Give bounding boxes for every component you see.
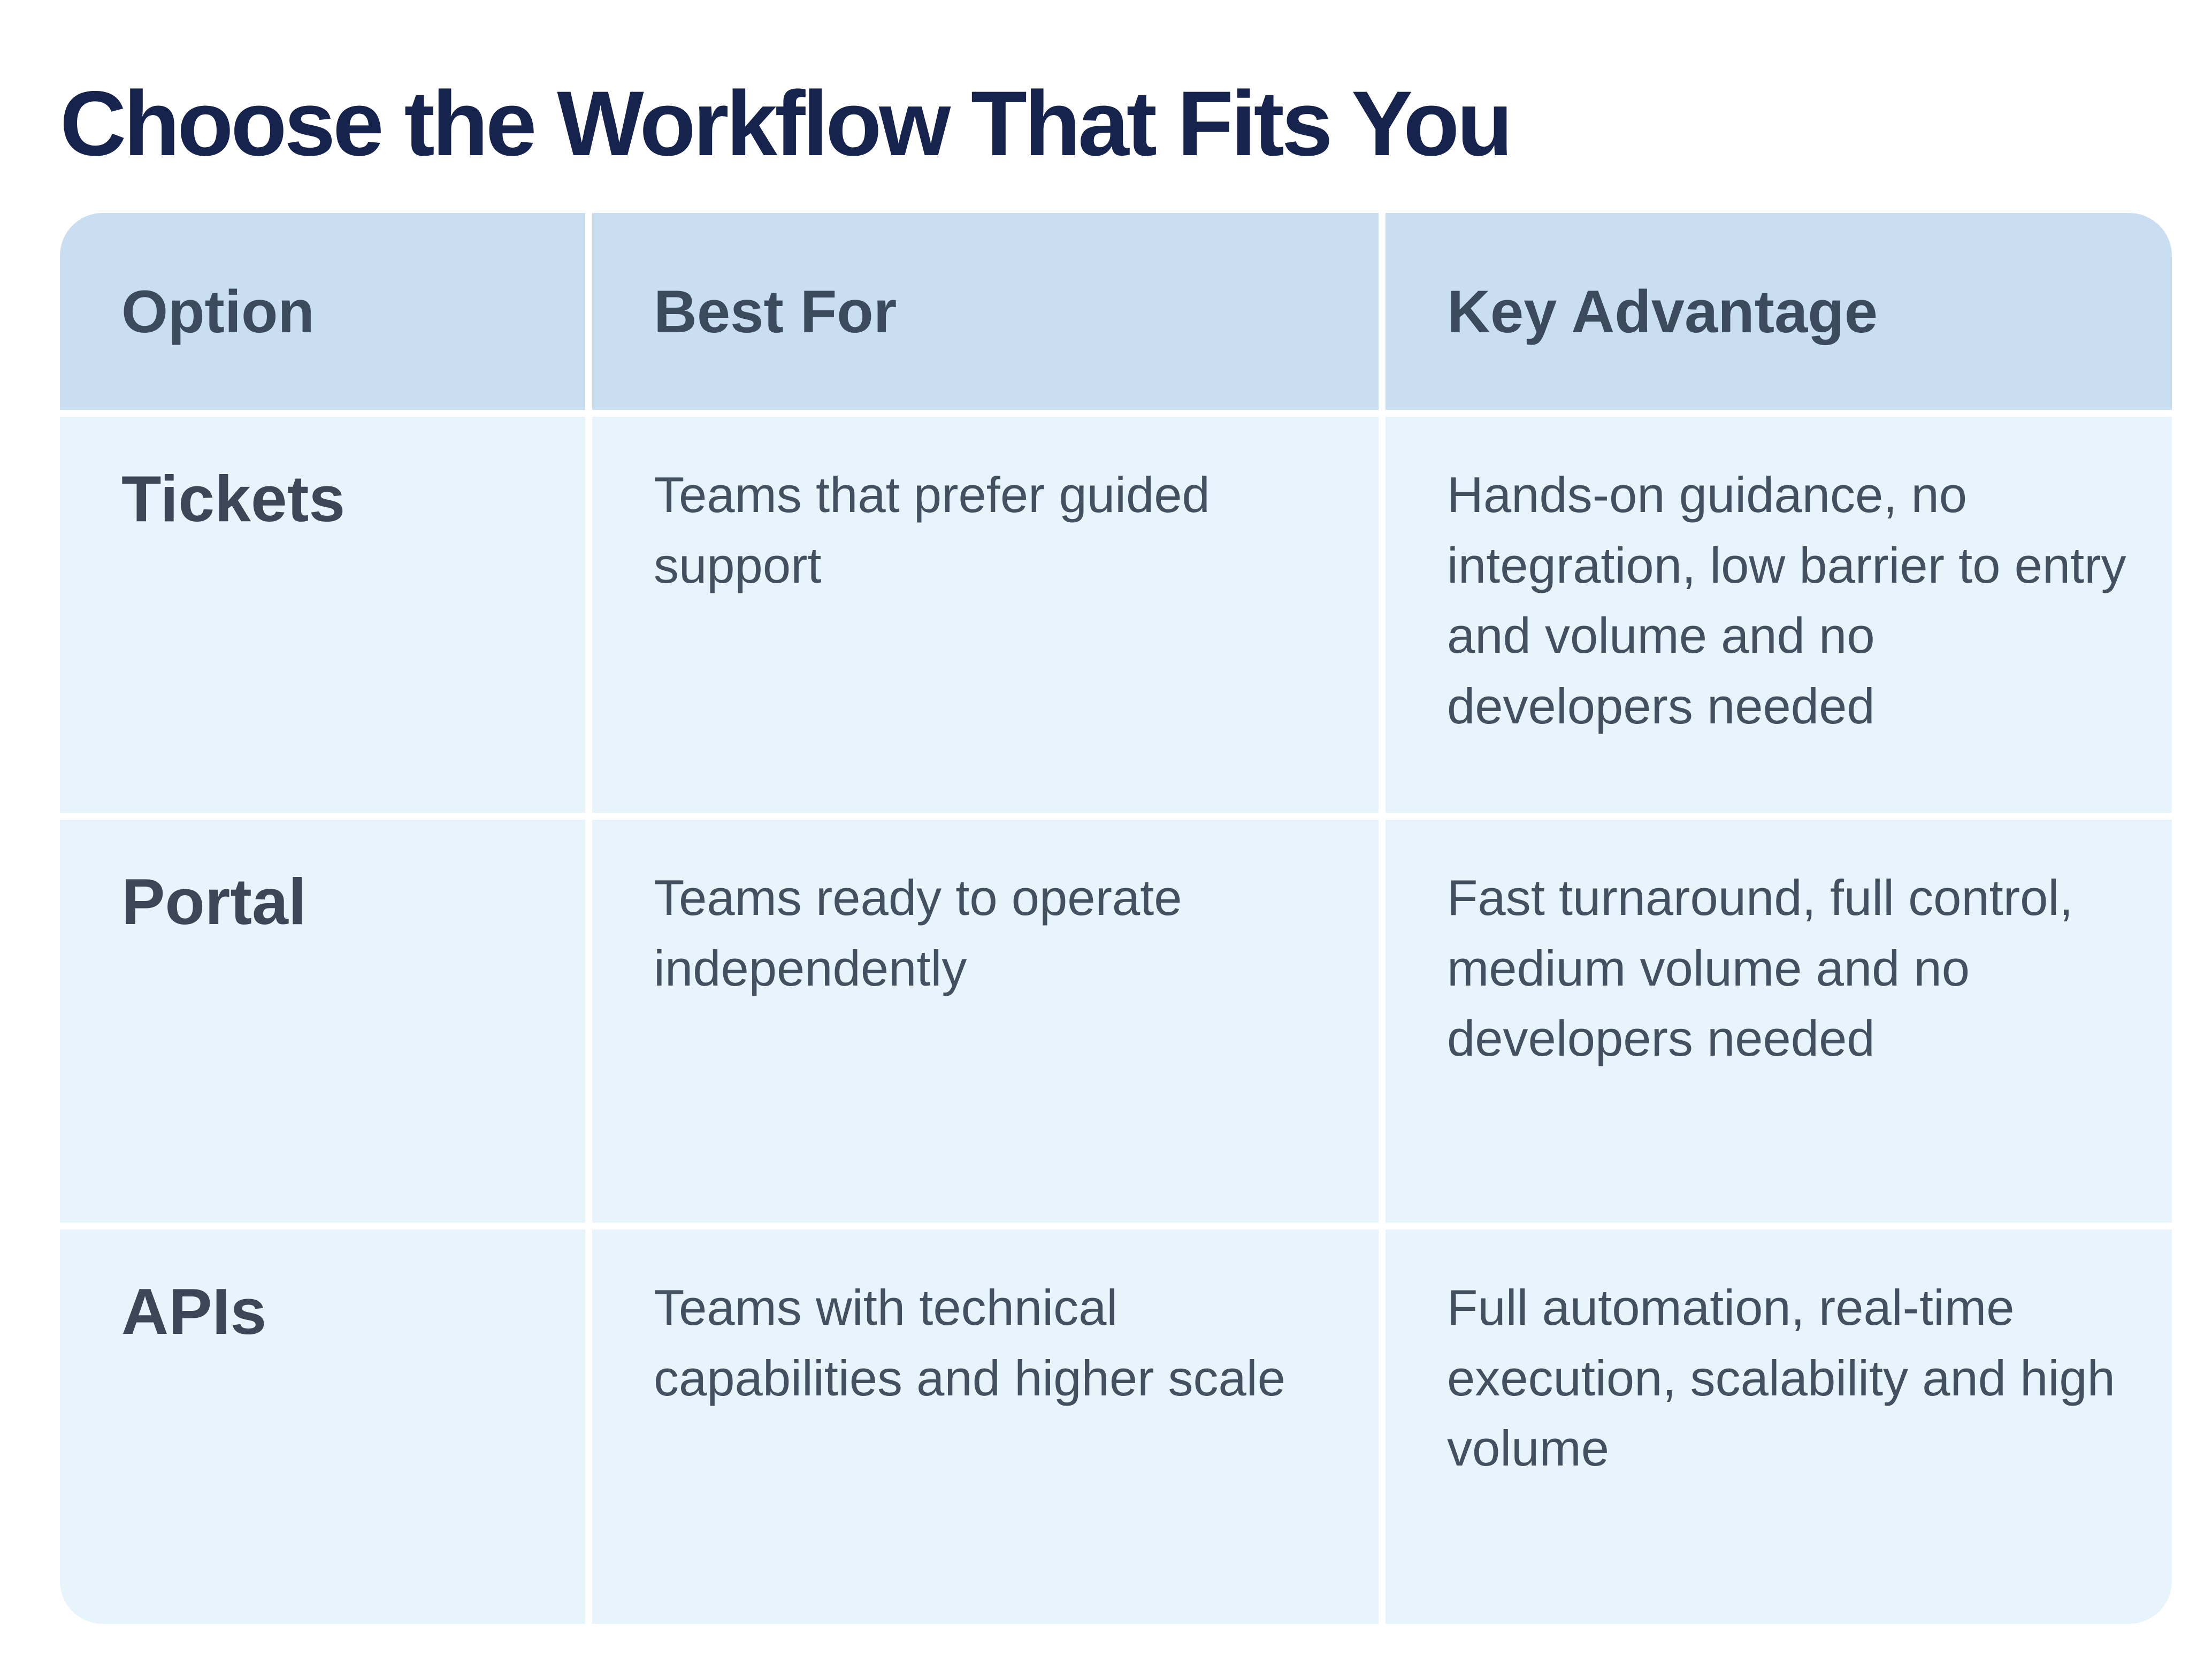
header-label-option: Option [121, 278, 315, 345]
key-advantage-text-apis: Full automation, real-time execution, sc… [1447, 1279, 2115, 1477]
table-row-portal-key-advantage-cell: Fast turnaround, full control, medium vo… [1386, 820, 2172, 1223]
header-cell-option: Option [60, 213, 585, 410]
option-label-portal: Portal [121, 865, 307, 938]
table-row-tickets-best-for-cell: Teams that prefer guided support [592, 417, 1379, 813]
table-row-portal-best-for-cell: Teams ready to operate independently [592, 820, 1379, 1223]
header-label-best-for: Best For [654, 278, 897, 345]
page-title: Choose the Workflow That Fits You [60, 72, 1513, 175]
best-for-text-portal: Teams ready to operate independently [654, 869, 1182, 996]
option-label-tickets: Tickets [121, 462, 346, 535]
key-advantage-text-portal: Fast turnaround, full control, medium vo… [1447, 869, 2073, 1067]
table-row-tickets-key-advantage-cell: Hands-on guidance, no integration, low b… [1386, 417, 2172, 813]
key-advantage-text-tickets: Hands-on guidance, no integration, low b… [1447, 467, 2126, 734]
table-row-portal-option-cell: Portal [60, 820, 585, 1223]
best-for-text-tickets: Teams that prefer guided support [654, 467, 1210, 593]
workflow-comparison-table: Option Best For Key Advantage Tickets Te… [60, 213, 2172, 1624]
header-cell-best-for: Best For [592, 213, 1379, 410]
best-for-text-apis: Teams with technical capabilities and hi… [654, 1279, 1285, 1406]
table-row-apis-key-advantage-cell: Full automation, real-time execution, sc… [1386, 1230, 2172, 1624]
option-label-apis: APIs [121, 1275, 267, 1348]
table-row-apis-best-for-cell: Teams with technical capabilities and hi… [592, 1230, 1379, 1624]
header-cell-key-advantage: Key Advantage [1386, 213, 2172, 410]
table-row-apis-option-cell: APIs [60, 1230, 585, 1624]
header-label-key-advantage: Key Advantage [1447, 278, 1878, 345]
table-row-tickets-option-cell: Tickets [60, 417, 585, 813]
